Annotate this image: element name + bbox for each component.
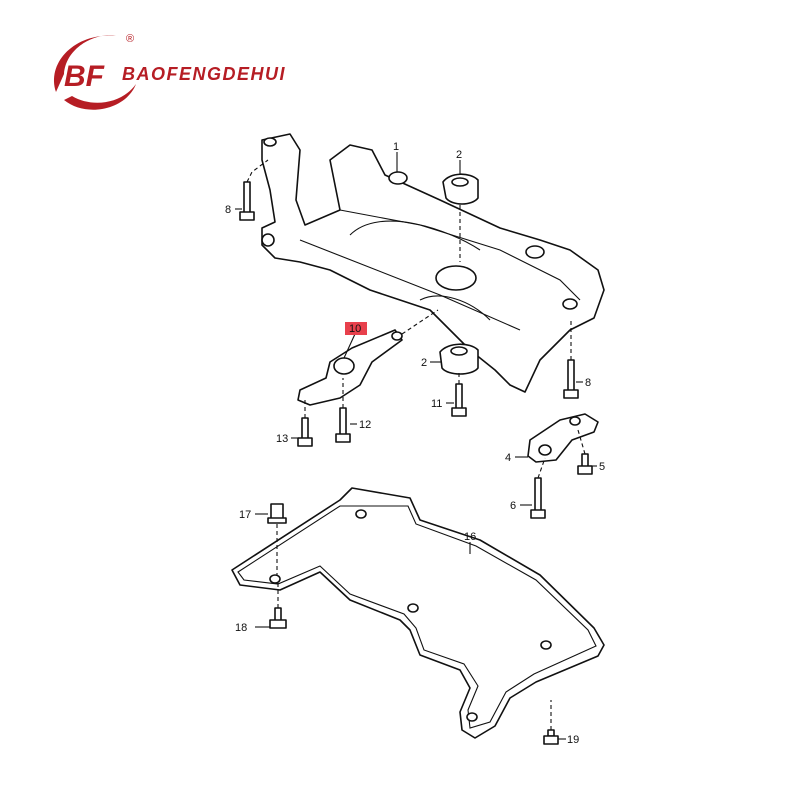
callout-12: 12 (359, 419, 371, 431)
torque-rod-part (297, 329, 403, 406)
callout-10: 10 (349, 323, 361, 335)
clip-17 (267, 503, 287, 524)
callout-2-top: 2 (456, 149, 462, 161)
bolt-13 (297, 417, 313, 447)
bolt-11 (451, 383, 467, 417)
brand-logo: BF ® (36, 22, 366, 122)
callout-2-bottom: 2 (421, 357, 427, 369)
callout-16: 16 (464, 531, 476, 543)
bolt-6 (530, 477, 546, 519)
callout-6: 6 (510, 500, 516, 512)
registered-mark: ® (126, 33, 134, 45)
callout-1: 1 (393, 141, 399, 153)
screw-18 (269, 607, 287, 629)
support-bracket-part (527, 413, 599, 463)
bolt-12 (335, 407, 351, 443)
callout-8-right: 8 (585, 377, 591, 389)
callout-18: 18 (235, 622, 247, 634)
bolt-8-right (563, 359, 579, 399)
highlight-box (345, 322, 367, 335)
underbody-shield-part (231, 487, 605, 739)
callout-10-highlight: 10 (345, 322, 367, 335)
callout-13: 13 (276, 433, 288, 445)
nut-19 (543, 729, 559, 745)
callout-17: 17 (239, 509, 251, 521)
logo-mark-text: BF (64, 60, 105, 93)
brand-name: BAOFENGDEHUI (122, 64, 287, 84)
subframe-part (261, 133, 605, 393)
bolt-8-left (239, 181, 255, 221)
callout-11: 11 (431, 398, 442, 410)
callout-4: 4 (505, 452, 511, 464)
bushing-bottom-part (439, 343, 479, 375)
callout-8-left: 8 (225, 204, 231, 216)
bf-logo-mark-icon: BF ® (54, 33, 136, 110)
bolt-5 (577, 453, 593, 475)
callout-5: 5 (599, 461, 605, 473)
callout-19: 19 (567, 734, 579, 746)
bushing-top-part (442, 173, 479, 205)
